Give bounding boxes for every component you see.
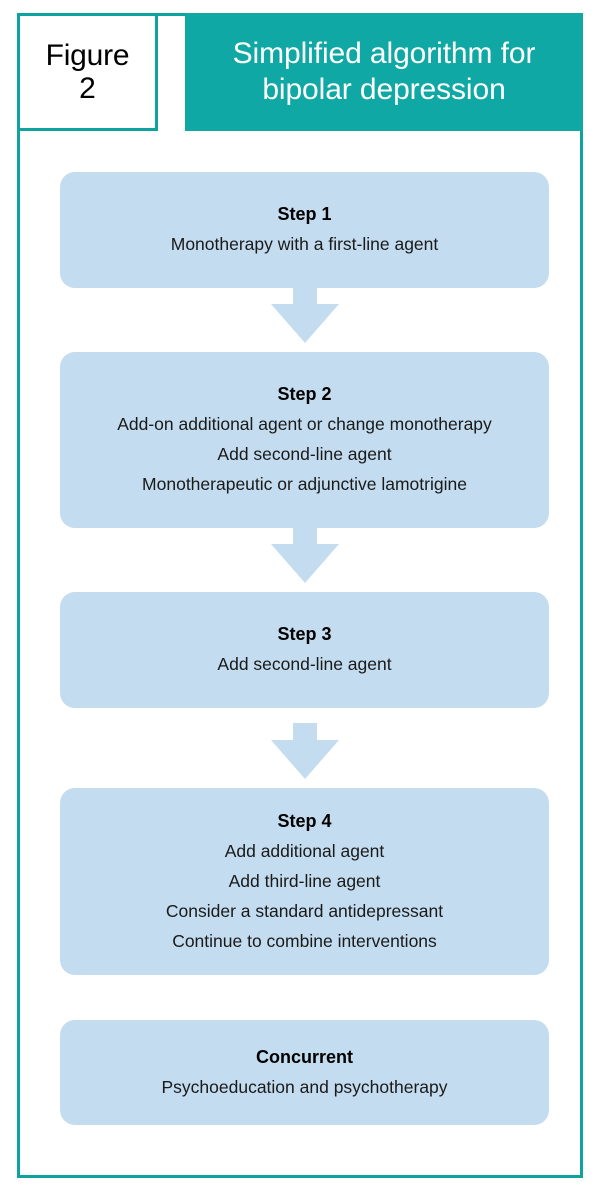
figure-badge-number: 2 — [79, 72, 96, 105]
flow-box-step1: Step 1 Monotherapy with a first-line age… — [60, 172, 549, 288]
arrow-down-icon-step1-step2 — [271, 287, 339, 343]
flow-box-step3-line-1: Add second-line agent — [217, 654, 392, 674]
flow-box-step2-title: Step 2 — [277, 384, 332, 404]
flow-box-step1-line-1: Monotherapy with a first-line agent — [170, 234, 439, 254]
figure-header: Figure 2 Simplified algorithm for bipola… — [17, 13, 583, 131]
flow-box-step2-line-3: Monotherapeutic or adjunctive lamotrigin… — [142, 474, 467, 494]
flow-box-step4: Step 4 Add additional agent Add third-li… — [60, 788, 549, 975]
flow-box-step1-title: Step 1 — [277, 204, 332, 224]
flow-box-step3-title: Step 3 — [277, 624, 332, 644]
flow-box-step2: Step 2 Add-on additional agent or change… — [60, 352, 549, 528]
figure-title-band: Simplified algorithm for bipolar depress… — [185, 13, 583, 131]
flow-box-step2-line-2: Add second-line agent — [217, 444, 392, 464]
flow-box-concurrent: Concurrent Psychoeducation and psychothe… — [60, 1020, 549, 1125]
arrow-down-icon-step2-step3 — [271, 527, 339, 583]
arrow-down-icon-step3-step4 — [271, 723, 339, 779]
flow-box-concurrent-line-1: Psychoeducation and psychotherapy — [161, 1076, 448, 1097]
figure-number-badge: Figure 2 — [17, 13, 158, 131]
flow-box-concurrent-title: Concurrent — [255, 1046, 353, 1067]
flow-box-step2-line-1: Add-on additional agent or change monoth… — [117, 414, 492, 434]
flow-box-step4-line-3: Consider a standard antidepressant — [165, 900, 444, 921]
flow-box-step4-line-4: Continue to combine interventions — [172, 930, 437, 951]
flow-box-step4-title: Step 4 — [277, 810, 332, 831]
figure-badge-word: Figure — [45, 39, 130, 72]
flow-box-step4-line-2: Add third-line agent — [228, 870, 381, 891]
figure-title: Simplified algorithm for bipolar depress… — [232, 37, 536, 106]
flow-box-step4-line-1: Add additional agent — [224, 840, 385, 861]
flow-box-step3: Step 3 Add second-line agent — [60, 592, 549, 708]
